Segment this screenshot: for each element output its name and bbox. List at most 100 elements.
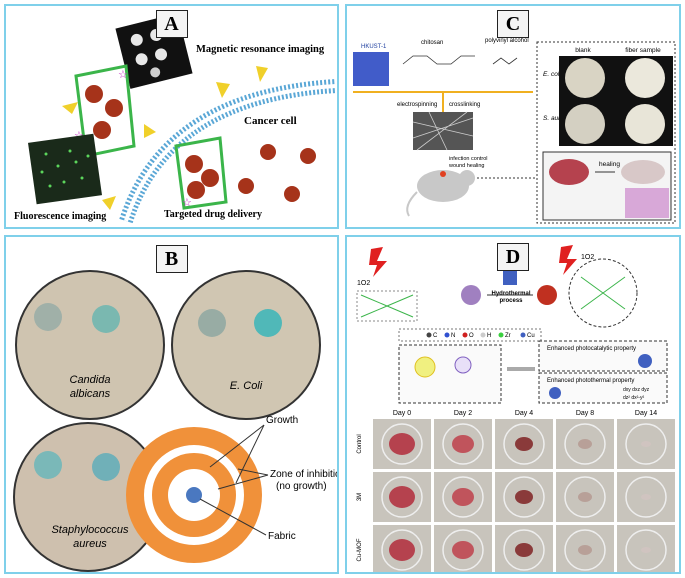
- fabric-sample: [92, 453, 120, 481]
- nanoparticle: [85, 85, 103, 103]
- fluorescence-label: Fluorescence imaging: [14, 211, 106, 222]
- measurement-ring: [625, 529, 667, 571]
- nanoparticle: [300, 148, 316, 164]
- wound-area: [515, 543, 533, 557]
- panel-a-illustration: Magnetic resonance imaging Cancer cell ☆…: [14, 13, 337, 224]
- panel-c-label: C: [497, 10, 529, 38]
- wound-area: [578, 492, 592, 502]
- fiber-strands: [412, 111, 474, 151]
- nanoparticle: [185, 155, 203, 173]
- panel-a-label: A: [155, 10, 188, 38]
- wound-area: [389, 539, 415, 561]
- measurement-ring: [442, 476, 484, 518]
- panel-c: C HKUST-1 chitosan polyvinyl alcohol ele…: [345, 4, 681, 229]
- chitosan-structure: [402, 55, 475, 65]
- arrow-icon: [62, 102, 78, 114]
- fluorescence-dots: [40, 149, 90, 188]
- crosslinking-label: crosslinking: [449, 102, 480, 108]
- pointer-line: [209, 424, 265, 468]
- histology-image: [625, 188, 669, 218]
- panel-b-illustration: Candida albicans E. Coli Staphylococcus …: [13, 270, 337, 572]
- wound-area: [389, 486, 415, 508]
- hkust-label: HKUST-1: [361, 44, 387, 50]
- mouse-head: [459, 170, 475, 186]
- mof-structure-left: [356, 290, 418, 322]
- nanoparticle: [260, 144, 276, 160]
- panel-d-illustration: 1O2 Cu Hydrothermal process 1O2 C N O H …: [356, 245, 675, 572]
- bacteria-icon: [454, 356, 472, 374]
- star-icon: ☆: [118, 69, 128, 81]
- pva-structure: [492, 57, 518, 65]
- measurement-ring: [564, 423, 606, 465]
- measurement-ring: [503, 529, 545, 571]
- nanocarrier-right: [174, 136, 228, 210]
- measurement-ring: [564, 529, 606, 571]
- ecoli-label: E. coli: [543, 71, 561, 78]
- nanoparticle: [105, 99, 123, 117]
- legend-box: [398, 328, 542, 342]
- nanoparticle: [93, 121, 111, 139]
- wound-area: [641, 547, 651, 553]
- ecoli-label: E. Coli: [230, 380, 263, 392]
- wound-area: [578, 439, 592, 449]
- pointer-line: [199, 498, 267, 536]
- blank-label: blank: [575, 47, 591, 54]
- measurement-ring: [442, 529, 484, 571]
- wound-spot: [440, 171, 446, 177]
- pointer-line: [237, 468, 269, 476]
- row-label: 3M: [357, 493, 363, 501]
- svg-text:Cu: Cu: [527, 333, 535, 339]
- panel-b-label: B: [155, 245, 188, 273]
- o2-label: 1O2: [581, 254, 594, 261]
- cu-atom-icon: [549, 387, 561, 399]
- photothermal-box: [538, 372, 668, 404]
- fiber-sample-label: fiber sample: [625, 47, 661, 54]
- saureus-label: S. aureus: [543, 115, 572, 122]
- mof-lattice: [360, 294, 414, 318]
- candida-label-1: Candida: [70, 374, 111, 386]
- pointer-line: [235, 424, 265, 484]
- plate-fiber-ecoli: [625, 58, 665, 98]
- bacteria-icon: [414, 356, 436, 378]
- membrane-core: [124, 84, 337, 222]
- fabric-sample: [254, 309, 282, 337]
- fabric-sample: [92, 305, 120, 333]
- nanoparticle: [201, 169, 219, 187]
- measurement-ring: [625, 423, 667, 465]
- svg-text:N: N: [451, 333, 455, 339]
- healing-label: healing: [599, 161, 620, 168]
- panel-d: D 1O2 Cu Hydrothermal process 1O2 C N O …: [345, 235, 681, 574]
- wound-area: [452, 488, 474, 506]
- cu-ions: [461, 285, 481, 305]
- candida-label-2: albicans: [70, 388, 111, 400]
- zone-label-2: (no growth): [276, 481, 327, 492]
- mouse-illustration: [417, 170, 469, 202]
- wound-area: [389, 433, 415, 455]
- lightning-icon: [369, 247, 387, 277]
- wound-area: [515, 437, 533, 451]
- hydro-label-1: Hydrothermal: [491, 291, 530, 297]
- measurement-ring: [503, 476, 545, 518]
- star-icon: ☆: [182, 197, 192, 209]
- wound-before: [549, 159, 589, 185]
- wound-area: [452, 541, 474, 559]
- staph-label-2: aureus: [73, 538, 107, 550]
- cancer-cell-label: Cancer cell: [244, 115, 297, 127]
- zone-label-1: Zone of inhibition: [270, 469, 337, 480]
- o2-label: 1O2: [357, 280, 370, 287]
- bacteria-kill-box: [398, 344, 502, 404]
- pva-label: polyvinyl alcohol: [485, 38, 529, 44]
- arrow-icon: [216, 82, 230, 98]
- atom-legend: C N O H Zr Cu: [426, 332, 535, 339]
- cu-mof-particles: [537, 285, 557, 305]
- targeted-label: Targeted drug delivery: [164, 209, 262, 220]
- nanoparticle: [238, 178, 254, 194]
- plate-blank-saureus: [565, 104, 605, 144]
- wound-area: [452, 435, 474, 453]
- lightning-icon: [559, 245, 577, 275]
- wound-area: [641, 441, 651, 447]
- results-box: [536, 41, 676, 224]
- hydro-label-2: process: [499, 298, 523, 304]
- arrow-icon: [144, 124, 156, 138]
- arrow-icon: [102, 196, 116, 210]
